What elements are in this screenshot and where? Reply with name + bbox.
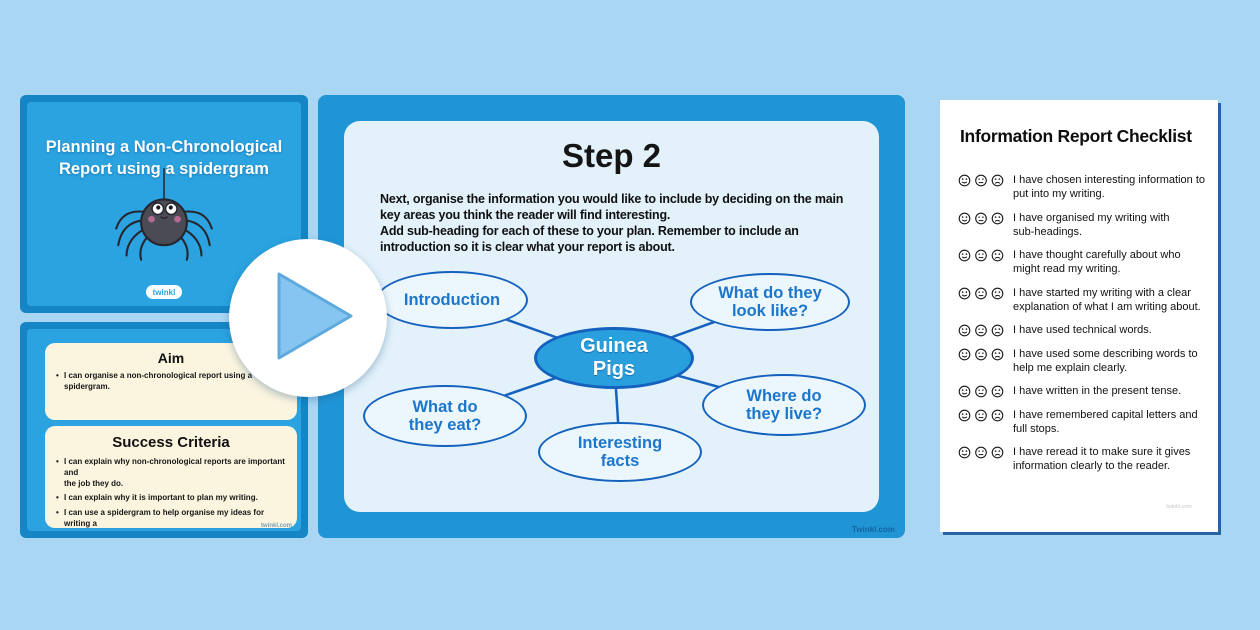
- smiley-rating-icons: [958, 446, 1004, 459]
- success-criteria-heading: Success Criteria: [112, 434, 230, 451]
- checklist-rows: I have chosen interesting information to…: [958, 173, 1212, 474]
- checklist-item: I have reread it to make sure it gives i…: [958, 445, 1212, 474]
- smiley-rating-icons: [958, 287, 1004, 300]
- checklist-item: I have thought carefully about who might…: [958, 248, 1212, 277]
- smiley-rating-icons: [958, 348, 1004, 361]
- spider-icon: [115, 168, 213, 261]
- play-button[interactable]: [229, 239, 387, 397]
- checklist-item-text: I have chosen interesting information to…: [1013, 174, 1206, 201]
- slide-thumbnail-title: Planning a Non-Chronological Report usin…: [20, 95, 308, 313]
- checklist-item: I have organised my writing with sub-hea…: [958, 211, 1212, 240]
- slide-main-inner: Step 2 Next, organise the information yo…: [344, 121, 879, 512]
- checklist-item: I have chosen interesting information to…: [958, 173, 1212, 202]
- checklist-title: Information Report Checklist: [960, 126, 1192, 146]
- information-report-checklist: Information Report Checklist I have chos…: [940, 100, 1218, 532]
- smiley-rating-icons: [958, 249, 1004, 262]
- checklist-item-text: I have organised my writing with sub-hea…: [1013, 211, 1170, 238]
- checklist-item-text: I have reread it to make sure it gives i…: [1013, 446, 1191, 473]
- smiley-rating-icons: [958, 174, 1004, 187]
- watermark: twinkl.com: [260, 523, 292, 529]
- checklist-item: I have started my writing with a clear e…: [958, 286, 1212, 315]
- smiley-rating-icons: [958, 409, 1004, 421]
- step-title: Step 2: [561, 137, 662, 174]
- slide-title-inner: Planning a Non-Chronological Report usin…: [27, 102, 301, 306]
- twinkl-logo-text: twinkl: [152, 287, 176, 297]
- spidergram-node-facts: Interesting facts: [538, 422, 702, 482]
- spidergram-node-eat: What do they eat?: [363, 385, 527, 447]
- success-criteria-list: I can explain why non-chronological repo…: [55, 457, 287, 531]
- aim-heading: Aim: [157, 350, 185, 366]
- spidergram-diagram: Guinea Pigs Introduction What do they lo…: [344, 121, 879, 512]
- success-criteria-item: I can explain why it is important to pla…: [55, 493, 287, 504]
- checklist-item: I have written in the present tense.: [958, 384, 1212, 398]
- spidergram-node-introduction: Introduction: [376, 271, 528, 329]
- twinkl-logo: twinkl: [146, 285, 182, 299]
- checklist-item-text: I have thought carefully about who might…: [1013, 249, 1181, 276]
- play-icon: [277, 272, 353, 360]
- spidergram-node-look-like: What do they look like?: [690, 273, 850, 331]
- checklist-item-text: I have started my writing with a clear e…: [1013, 286, 1201, 314]
- smiley-rating-icons: [958, 212, 1004, 224]
- success-criteria-item: I can use a spidergram to help organise …: [55, 508, 287, 531]
- slide-main-step2: Step 2 Next, organise the information yo…: [318, 95, 905, 538]
- success-criteria-item: I can explain why non-chronological repo…: [55, 457, 287, 489]
- spidergram-center-node: Guinea Pigs: [534, 327, 694, 389]
- watermark: Twinkl.com: [852, 525, 895, 534]
- aim-item: I can organise a non-chronological repor…: [55, 371, 287, 393]
- smiley-rating-icons: [958, 385, 1004, 398]
- checklist-item-text: I have written in the present tense.: [1013, 385, 1182, 398]
- checklist-item-text: I have remembered capital letters and fu…: [1013, 408, 1198, 435]
- step-body-paragraph: Add sub-heading for each of these to you…: [380, 224, 799, 254]
- checklist-item-text: I have used some describing words to hel…: [1013, 347, 1198, 374]
- smiley-rating-icons: [958, 325, 1004, 337]
- checklist-item-text: I have used technical words.: [1013, 324, 1152, 337]
- checklist-item: I have used technical words.: [958, 323, 1212, 337]
- checklist-item: I have used some describing words to hel…: [958, 347, 1212, 376]
- spidergram-node-live: Where do they live?: [702, 374, 866, 436]
- aim-list: I can organise a non-chronological repor…: [55, 371, 287, 393]
- success-criteria-box: Success Criteria I can explain why non-c…: [45, 426, 297, 531]
- presentation-title: Planning a Non-Chronological Report usin…: [45, 138, 283, 179]
- checklist-item: I have remembered capital letters and fu…: [958, 408, 1212, 437]
- watermark: twinkl.com: [1166, 504, 1192, 510]
- step-body-paragraph: Next, organise the information you would…: [380, 192, 844, 222]
